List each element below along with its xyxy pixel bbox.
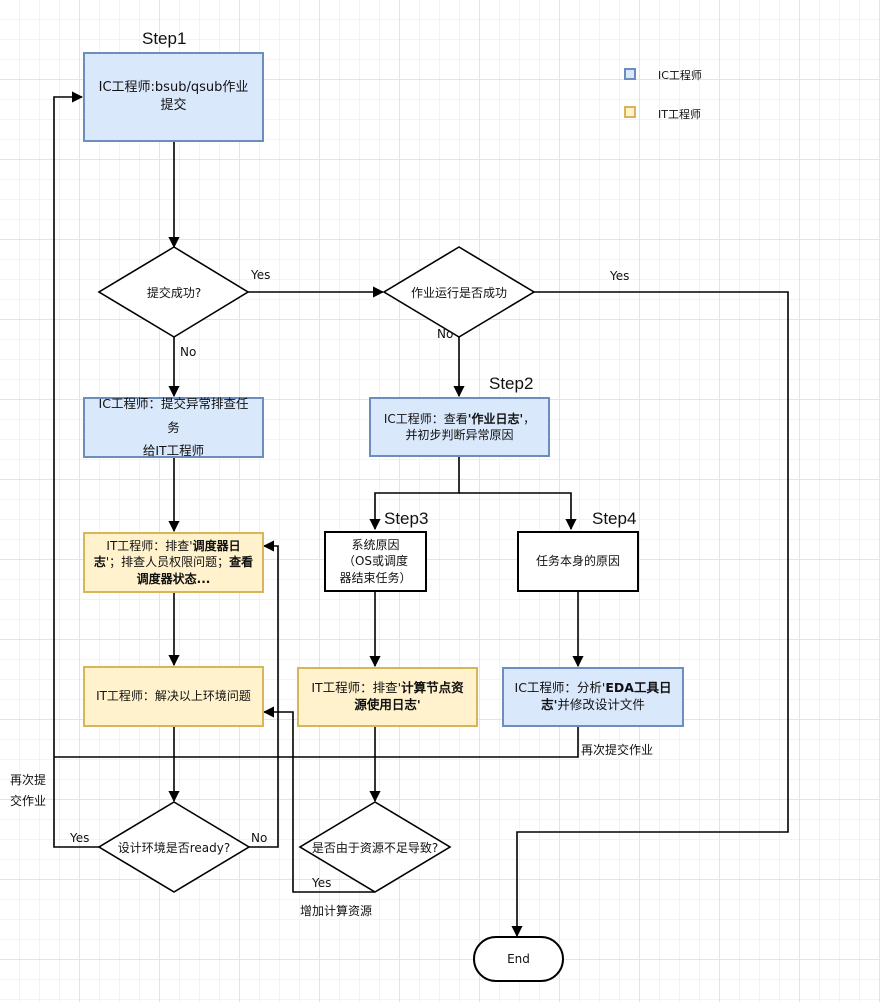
decision-env-shape xyxy=(97,801,251,893)
edge-env-no xyxy=(249,540,279,848)
decision-submit-shape xyxy=(97,246,250,338)
legend-ic-swatch xyxy=(624,68,636,80)
decision-resource-text: 是否由于资源不足导致? xyxy=(311,840,439,855)
step1-label: Step1 xyxy=(142,29,187,48)
node-system-reason-text: 系统原因（OS或调度器结束任务） xyxy=(339,538,412,585)
node-submit: IC工程师:bsub/qsub作业提交 xyxy=(83,52,264,142)
edge-env-yes xyxy=(53,91,99,848)
node-submit-fail: IC工程师：提交异常排查任务 给IT工程师 xyxy=(83,396,264,458)
label-resource-yes: Yes xyxy=(312,876,332,890)
node-view-log-text: IC工程师：查看'作业日志'，并初步判断异常原因 xyxy=(383,411,536,442)
node-ic-eda-text: IC工程师：分析'EDA工具日志'并修改设计文件 xyxy=(514,680,672,712)
node-it-fix: IT工程师：解决以上环境问题 xyxy=(83,666,264,727)
node-end-text: End xyxy=(507,952,530,966)
node-end: End xyxy=(473,936,564,982)
label-submit-yes: Yes xyxy=(251,268,271,282)
node-submit-fail-line1: IC工程师：提交异常排查任务 xyxy=(98,395,249,435)
step3-label: Step3 xyxy=(384,509,429,528)
decision-job-text: 作业运行是否成功 xyxy=(410,285,507,300)
node-it-fix-text: IT工程师：解决以上环境问题 xyxy=(96,689,251,704)
edge-log-split xyxy=(369,457,460,531)
legend-ic-label: IC工程师 xyxy=(658,69,702,82)
legend-it-label: IT工程师 xyxy=(658,108,701,121)
label-add-resources: 增加计算资源 xyxy=(300,904,373,918)
label-resubmit-left-2: 交作业 xyxy=(10,794,47,808)
label-resubmit-right: 再次提交作业 xyxy=(581,743,654,757)
decision-submit-text: 提交成功? xyxy=(146,285,202,300)
edge-log-split-right xyxy=(459,492,577,531)
edge-job-yes xyxy=(511,291,789,938)
node-it-check: IT工程师：排查'调度器日志'；排查人员权限问题；查看调度器状态... xyxy=(83,532,264,593)
node-system-reason: 系统原因（OS或调度器结束任务） xyxy=(324,531,427,592)
node-ic-eda: IC工程师：分析'EDA工具日志'并修改设计文件 xyxy=(502,667,684,727)
step4-label: Step4 xyxy=(592,509,637,528)
label-job-yes: Yes xyxy=(610,269,630,283)
node-it-node-log-text: IT工程师：排查'计算节点资源使用日志' xyxy=(311,680,464,712)
edge-eda-resubmit xyxy=(54,727,579,758)
decision-env-text: 设计环境是否ready? xyxy=(117,840,231,855)
node-task-reason: 任务本身的原因 xyxy=(517,531,639,592)
label-resubmit-left-1: 再次提 xyxy=(10,773,47,787)
node-submit-fail-line2: 给IT工程师 xyxy=(142,443,205,459)
node-task-reason-text: 任务本身的原因 xyxy=(535,554,620,569)
node-it-check-text: IT工程师：排查'调度器日志'；排查人员权限问题；查看调度器状态... xyxy=(93,539,254,586)
edge-resource-yes xyxy=(262,706,375,893)
node-submit-text: IC工程师:bsub/qsub作业提交 xyxy=(98,80,249,113)
decision-resource-shape xyxy=(298,801,452,893)
node-it-node-log: IT工程师：排查'计算节点资源使用日志' xyxy=(297,667,478,727)
label-env-no: No xyxy=(251,831,268,845)
decision-job-shape xyxy=(382,246,536,338)
label-env-yes: Yes xyxy=(70,831,90,845)
label-submit-no: No xyxy=(180,345,197,359)
label-job-no: No xyxy=(437,327,454,341)
step2-label: Step2 xyxy=(489,374,534,393)
legend-it-swatch xyxy=(624,106,636,118)
node-view-log: IC工程师：查看'作业日志'，并初步判断异常原因 xyxy=(369,397,550,457)
